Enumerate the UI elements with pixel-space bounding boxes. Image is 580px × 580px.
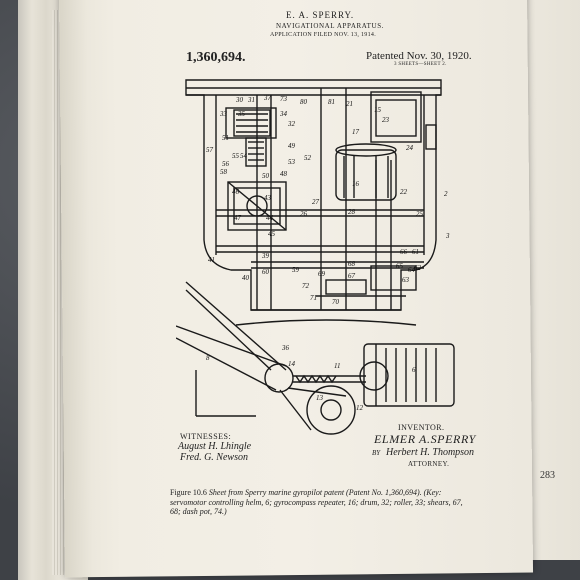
attorney-label: ATTORNEY. xyxy=(408,460,450,468)
svg-text:6: 6 xyxy=(412,366,416,374)
svg-text:46: 46 xyxy=(232,188,240,196)
svg-text:45: 45 xyxy=(268,230,276,238)
inventor-name: ELMER A.SPERRY xyxy=(374,432,476,446)
patent-number: 1,360,694. xyxy=(186,50,246,65)
svg-text:22: 22 xyxy=(400,188,408,196)
svg-text:13: 13 xyxy=(316,394,324,402)
svg-text:54: 54 xyxy=(240,152,248,160)
svg-text:30: 30 xyxy=(235,96,244,104)
svg-text:23: 23 xyxy=(382,116,390,124)
patented-date: Patented Nov. 30, 1920. xyxy=(366,50,472,62)
svg-text:51: 51 xyxy=(222,134,229,142)
svg-text:59: 59 xyxy=(292,266,300,274)
witnesses-label: WITNESSES: xyxy=(180,432,232,441)
svg-text:64: 64 xyxy=(408,266,416,274)
svg-text:33: 33 xyxy=(219,110,228,118)
svg-text:35: 35 xyxy=(237,110,246,118)
svg-text:80: 80 xyxy=(300,98,308,106)
svg-text:37: 37 xyxy=(263,94,272,102)
svg-text:61: 61 xyxy=(412,248,419,256)
svg-text:57: 57 xyxy=(206,146,214,154)
svg-text:52: 52 xyxy=(304,154,312,162)
svg-text:67: 67 xyxy=(348,272,356,280)
svg-text:41: 41 xyxy=(208,256,215,264)
svg-text:27: 27 xyxy=(312,198,320,206)
svg-text:70: 70 xyxy=(332,298,340,306)
svg-text:68: 68 xyxy=(348,260,356,268)
svg-text:63: 63 xyxy=(402,276,410,284)
figure-caption: Figure 10.6 Sheet from Sperry marine gyr… xyxy=(170,488,470,517)
svg-text:12: 12 xyxy=(356,404,364,412)
witness-signature-1: August H. Lhingle xyxy=(178,441,252,452)
svg-text:55: 55 xyxy=(232,152,240,160)
svg-text:15: 15 xyxy=(374,106,382,114)
svg-text:44: 44 xyxy=(266,214,274,222)
svg-text:62: 62 xyxy=(414,264,422,272)
caption-text: Sheet from Sperry marine gyropilot paten… xyxy=(170,488,463,516)
svg-text:71: 71 xyxy=(310,294,317,302)
svg-text:25: 25 xyxy=(416,210,424,218)
svg-text:49: 49 xyxy=(288,142,296,150)
svg-text:24: 24 xyxy=(406,144,414,152)
patent-filed-date: APPLICATION FILED NOV. 13, 1914. xyxy=(270,32,376,38)
svg-text:14: 14 xyxy=(288,360,296,368)
witness-signature-2: Fred. G. Newson xyxy=(180,452,248,463)
svg-text:34: 34 xyxy=(279,110,288,118)
svg-text:58: 58 xyxy=(220,168,228,176)
svg-text:32: 32 xyxy=(287,120,296,128)
svg-text:47: 47 xyxy=(234,214,242,222)
svg-text:39: 39 xyxy=(261,252,270,260)
svg-text:31: 31 xyxy=(247,96,255,104)
patent-inventor-header: E. A. SPERRY. xyxy=(286,10,355,20)
patent-drawing: 30 31 37 73 34 35 32 33 57 51 55 54 58 5… xyxy=(176,79,455,435)
svg-text:66: 66 xyxy=(400,248,408,256)
attorney-signature: Herbert H. Thompson xyxy=(386,447,475,458)
svg-text:17: 17 xyxy=(352,128,360,136)
svg-text:81: 81 xyxy=(328,98,335,106)
svg-text:72: 72 xyxy=(302,282,310,290)
svg-text:28: 28 xyxy=(348,208,356,216)
svg-text:8: 8 xyxy=(206,354,210,362)
svg-text:16: 16 xyxy=(352,180,360,188)
svg-text:36: 36 xyxy=(281,344,290,352)
svg-text:43: 43 xyxy=(264,194,272,202)
svg-text:73: 73 xyxy=(280,95,288,103)
patent-title: NAVIGATIONAL APPARATUS. xyxy=(276,22,385,30)
svg-text:3: 3 xyxy=(445,232,450,240)
svg-text:56: 56 xyxy=(222,160,230,168)
svg-text:48: 48 xyxy=(280,170,288,178)
sheet-count: 3 SHEETS—SHEET 2. xyxy=(394,62,447,67)
svg-text:60: 60 xyxy=(262,268,270,276)
svg-text:65: 65 xyxy=(396,262,404,270)
svg-text:50: 50 xyxy=(262,172,270,180)
svg-text:11: 11 xyxy=(334,362,340,370)
figure-number: Figure 10.6 xyxy=(170,488,207,497)
svg-text:26: 26 xyxy=(300,210,308,218)
svg-text:40: 40 xyxy=(242,274,250,282)
inventor-label: INVENTOR. xyxy=(398,423,445,432)
by-label: BY xyxy=(372,449,381,457)
svg-text:21: 21 xyxy=(346,100,353,108)
svg-text:53: 53 xyxy=(288,158,296,166)
svg-text:2: 2 xyxy=(444,190,448,198)
right-page-number: 283 xyxy=(540,470,555,481)
svg-text:69: 69 xyxy=(318,270,326,278)
